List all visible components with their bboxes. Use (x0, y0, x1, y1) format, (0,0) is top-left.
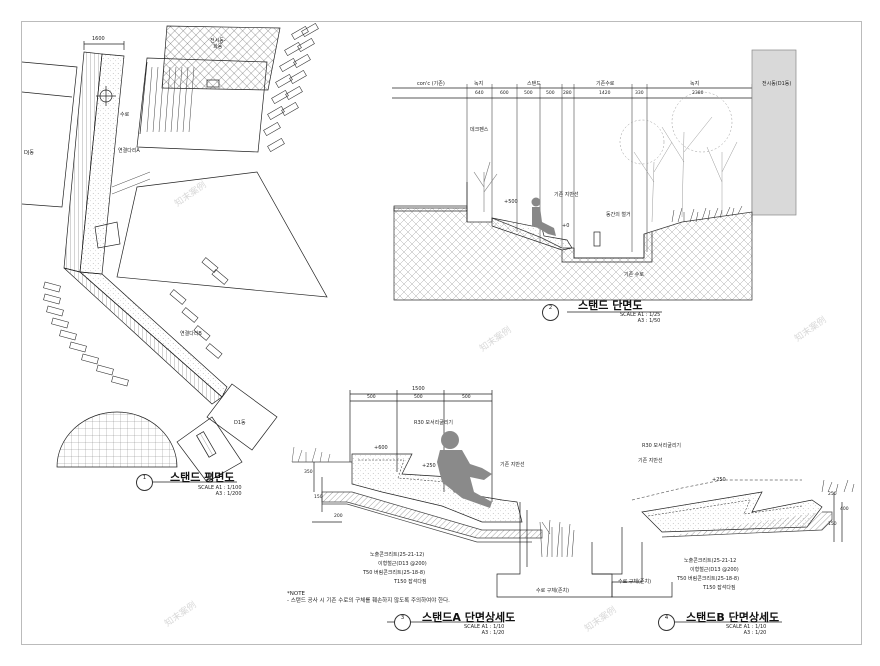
section-top-label: 전시동(D1동) (762, 81, 792, 87)
section-edge-label: 기존 지반선 (554, 192, 579, 198)
plan-building-label: 전시동- 화동 (210, 38, 226, 50)
detail-a-scale-a3: A3 : 1/20 (481, 630, 505, 636)
plan-scale-a3: A3 : 1/200 (215, 491, 242, 497)
section-top-label: 스탠드 (527, 81, 541, 87)
plan-bridge-b-label: 연결다리B (180, 331, 202, 337)
detail-b-drawing (592, 479, 855, 623)
detail-a-material: T50 버림콘크리트(25-18-8) (363, 570, 426, 576)
section-dim: 1420 (599, 91, 611, 96)
section-title: 스탠드 단면도 (578, 299, 643, 312)
detail-b-material: T150 잡석다짐 (703, 585, 736, 591)
section-level-500: +500 (504, 199, 518, 205)
detail-a-material: 노출콘크리트(25-21-12) (370, 552, 425, 558)
plan-title: 스탠드 평면도 (170, 471, 235, 484)
detail-a-dim: 500 (462, 395, 471, 400)
section-level-0: +0 (562, 223, 570, 229)
plan-dj-label: DJ동 (24, 150, 34, 156)
section-dim: 500 (524, 91, 533, 96)
section-waterline-label: 기존 수로 (624, 272, 644, 278)
detail-a-drawing (291, 390, 613, 623)
section-top-label: 기존수로 (596, 81, 615, 87)
detail-a-material: T150 잡석다짐 (394, 579, 427, 585)
detail-b-material: 이형철근(D13 @200) (690, 567, 739, 573)
section-dim: 600 (500, 91, 509, 96)
section-top-label: 녹지 (474, 81, 484, 87)
detail-b-title: 스탠드B 단면상세도 (686, 611, 780, 624)
detail-b-dim-right: 150 (828, 522, 837, 527)
note-text: - 스탠드 공사 시 기존 수로의 구체를 훼손하지 않도록 주의하여야 한다. (287, 598, 450, 604)
detail-a-level-600: +600 (374, 445, 388, 451)
detail-b-dim-right: 250 (828, 492, 837, 497)
plan-suro-label: 수로 (120, 112, 130, 118)
detail-b-scale-a3: A3 : 1/20 (743, 630, 767, 636)
note-heading: *NOTE (287, 591, 306, 597)
section-top-label: con'c (기존) (417, 81, 445, 87)
plan-scale: SCALE A1 : 1/100 A3 : 1/200 (198, 485, 242, 497)
detail-b-material: T50 버림콘크리트(25-18-8) (677, 576, 740, 582)
section-top-label: 녹지 (690, 81, 700, 87)
plan-dim-top: 1600 (92, 36, 105, 42)
detail-a-ground-label: 기존 지반선 (500, 462, 525, 468)
section-dim: 640 (475, 91, 484, 96)
plan-scale-a1: SCALE A1 : 1/100 (198, 485, 242, 491)
plan-bridge-a-label: 연결다리A (118, 148, 140, 154)
detail-a-dim: 500 (414, 395, 423, 400)
section-ditch-label: 동간의 철거 (606, 212, 631, 218)
detail-a-scale: SCALE A1 : 1/10 A3 : 1/20 (464, 624, 504, 636)
detail-b-channel-label: 수로 구체(존치) (618, 579, 652, 585)
section-scale: SCALE A1 : 1/25 A3 : 1/50 (620, 312, 660, 324)
detail-a-number-circle: 3 (394, 614, 411, 631)
detail-b-level-250: +250 (712, 477, 726, 483)
note: *NOTE - 스탠드 공사 시 기존 수로의 구체를 훼손하지 않도록 주의하… (287, 591, 450, 605)
detail-b-dim-right: 400 (840, 507, 849, 512)
detail-a-channel-label: 수로 구체(존치) (536, 588, 570, 594)
detail-a-scale-a1: SCALE A1 : 1/10 (464, 624, 505, 630)
detail-b-material: 노출콘크리트(25-21-12 (684, 558, 737, 564)
detail-a-material: 이형철근(D13 @200) (378, 561, 427, 567)
section-deck-label: 데크펜스 (470, 127, 489, 133)
section-scale-a3: A3 : 1/50 (637, 318, 661, 324)
drawing-linework (22, 22, 855, 623)
section-number-circle: 2 (542, 304, 559, 321)
detail-a-title: 스탠드A 단면상세도 (422, 611, 516, 624)
section-dim: 280 (563, 91, 572, 96)
detail-a-dim-left: 150 (314, 495, 323, 500)
plan-d1-label: D1동 (234, 420, 246, 426)
section-dim: 500 (546, 91, 555, 96)
detail-a-level-250: +250 (422, 463, 436, 469)
plan-drawing (22, 22, 328, 483)
section-drawing (392, 49, 797, 313)
detail-a-dim-left: 350 (304, 470, 313, 475)
detail-b-scale-a1: SCALE A1 : 1/10 (726, 624, 767, 630)
plan-number-circle: 1 (136, 474, 153, 491)
detail-a-dim: 500 (367, 395, 376, 400)
detail-a-dim-bottom: 200 (334, 514, 343, 519)
detail-a-round-label: R30 모서리굴리기 (414, 420, 454, 426)
detail-b-round-label: R30 모서리굴리기 (642, 443, 682, 449)
section-dim: 2380 (692, 91, 704, 96)
detail-b-scale: SCALE A1 : 1/10 A3 : 1/20 (726, 624, 766, 636)
detail-b-number-circle: 4 (658, 614, 675, 631)
drawing-sheet: 知末案例 知末案例 知末案例 知末案例 知末案例 1600 전시동- 화동 수로… (21, 21, 862, 645)
section-scale-a1: SCALE A1 : 1/25 (620, 312, 661, 318)
section-dim: 330 (635, 91, 644, 96)
detail-a-dim-total: 1500 (412, 386, 425, 392)
detail-b-ground-label: 기존 지반선 (638, 458, 663, 464)
